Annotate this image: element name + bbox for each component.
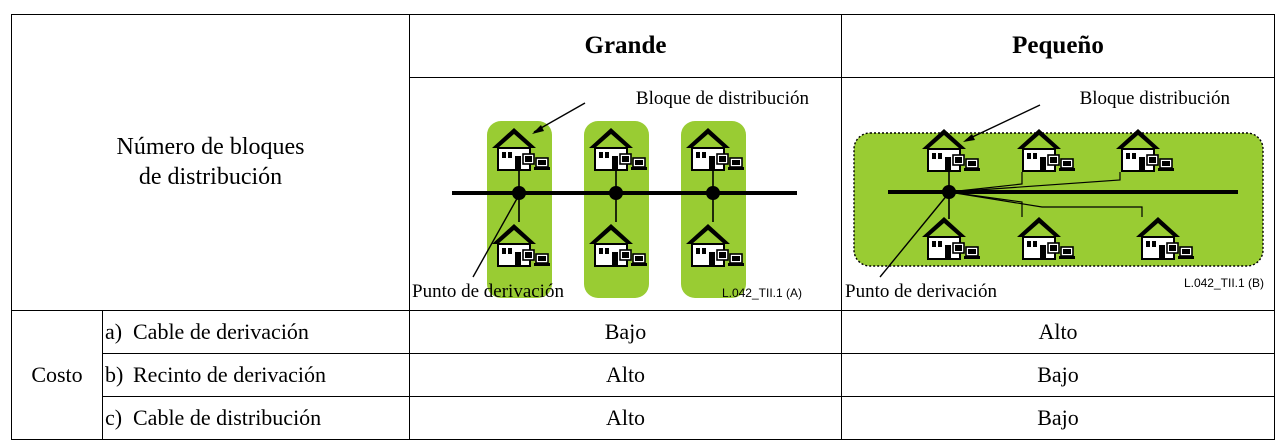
value-grande: Alto xyxy=(409,352,842,397)
value-grande: Bajo xyxy=(409,309,842,354)
value-pequeno: Bajo xyxy=(841,395,1275,441)
arrow-icon xyxy=(532,124,544,134)
value-grande: Alto xyxy=(409,395,842,441)
header-grande: Grande xyxy=(409,14,842,78)
block-label: Bloque distribución xyxy=(1080,88,1231,109)
cost-item: a) Cable de derivación xyxy=(102,309,410,354)
row-label-line1: Número de bloques xyxy=(116,134,305,161)
table-row: c) Cable de distribución Alto Bajo xyxy=(12,395,1275,441)
diagram-b-svg: Bloque distribución Punto de derivación … xyxy=(845,88,1264,302)
item-letter: a) xyxy=(105,318,123,344)
comparison-table: Número de bloques de distribución Grande… xyxy=(11,14,1275,441)
row-label-line2: de distribución xyxy=(138,164,283,191)
item-name: Cable de distribución xyxy=(133,404,322,430)
branch-point xyxy=(942,184,956,199)
table-row: b) Recinto de derivación Alto Bajo xyxy=(12,352,1275,397)
figure-id: L.042_TII.1 (A) xyxy=(722,286,802,300)
value-pequeno: Bajo xyxy=(841,352,1275,397)
number-of-blocks-label: Número de bloques de distribución xyxy=(11,14,410,311)
cost-item: c) Cable de distribución xyxy=(102,395,410,441)
item-letter: c) xyxy=(105,404,123,430)
costo-label: Costo xyxy=(11,309,103,441)
header-pequeno: Pequeño xyxy=(841,14,1275,78)
branch-point xyxy=(512,185,526,200)
item-name: Recinto de derivación xyxy=(133,361,327,387)
diagram-large-blocks: Bloque de distribución Punto de derivaci… xyxy=(409,76,842,311)
item-name: Cable de derivación xyxy=(133,318,309,344)
value-pequeno: Alto xyxy=(841,309,1275,354)
point-label: Punto de derivación xyxy=(845,281,997,302)
diagram-small-blocks: Bloque distribución Punto de derivación … xyxy=(841,76,1275,311)
arrow-icon xyxy=(963,133,975,142)
block-label: Bloque de distribución xyxy=(636,88,810,109)
item-letter: b) xyxy=(105,361,124,387)
cost-item: b) Recinto de derivación xyxy=(102,352,410,397)
table-row: Costo a) Cable de derivación Bajo Alto xyxy=(11,309,1275,441)
branch-point xyxy=(706,185,720,200)
diagram-a-svg: Bloque de distribución Punto de derivaci… xyxy=(412,88,810,302)
branch-point xyxy=(609,185,623,200)
figure-id: L.042_TII.1 (B) xyxy=(1184,276,1264,290)
point-label: Punto de derivación xyxy=(412,281,564,302)
